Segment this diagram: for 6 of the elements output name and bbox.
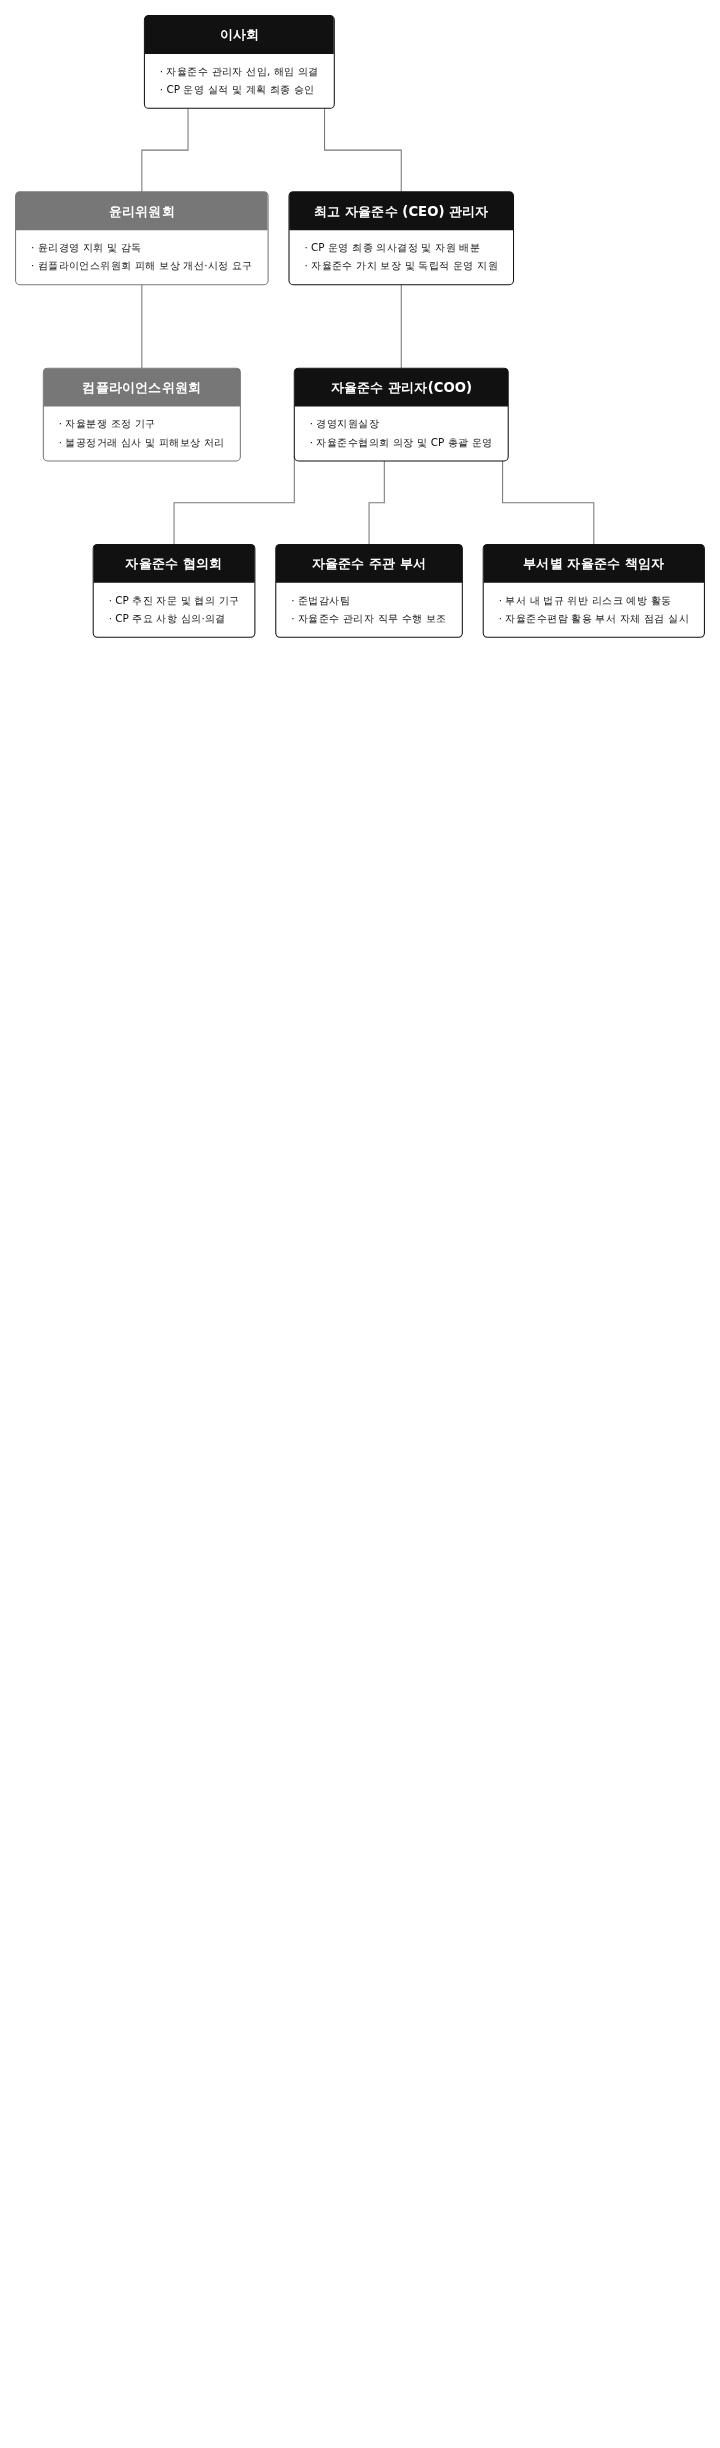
connector	[368, 460, 385, 546]
connector	[400, 284, 402, 369]
connector	[502, 460, 595, 546]
connector	[141, 107, 189, 193]
connector	[324, 107, 402, 193]
connector	[141, 284, 143, 369]
